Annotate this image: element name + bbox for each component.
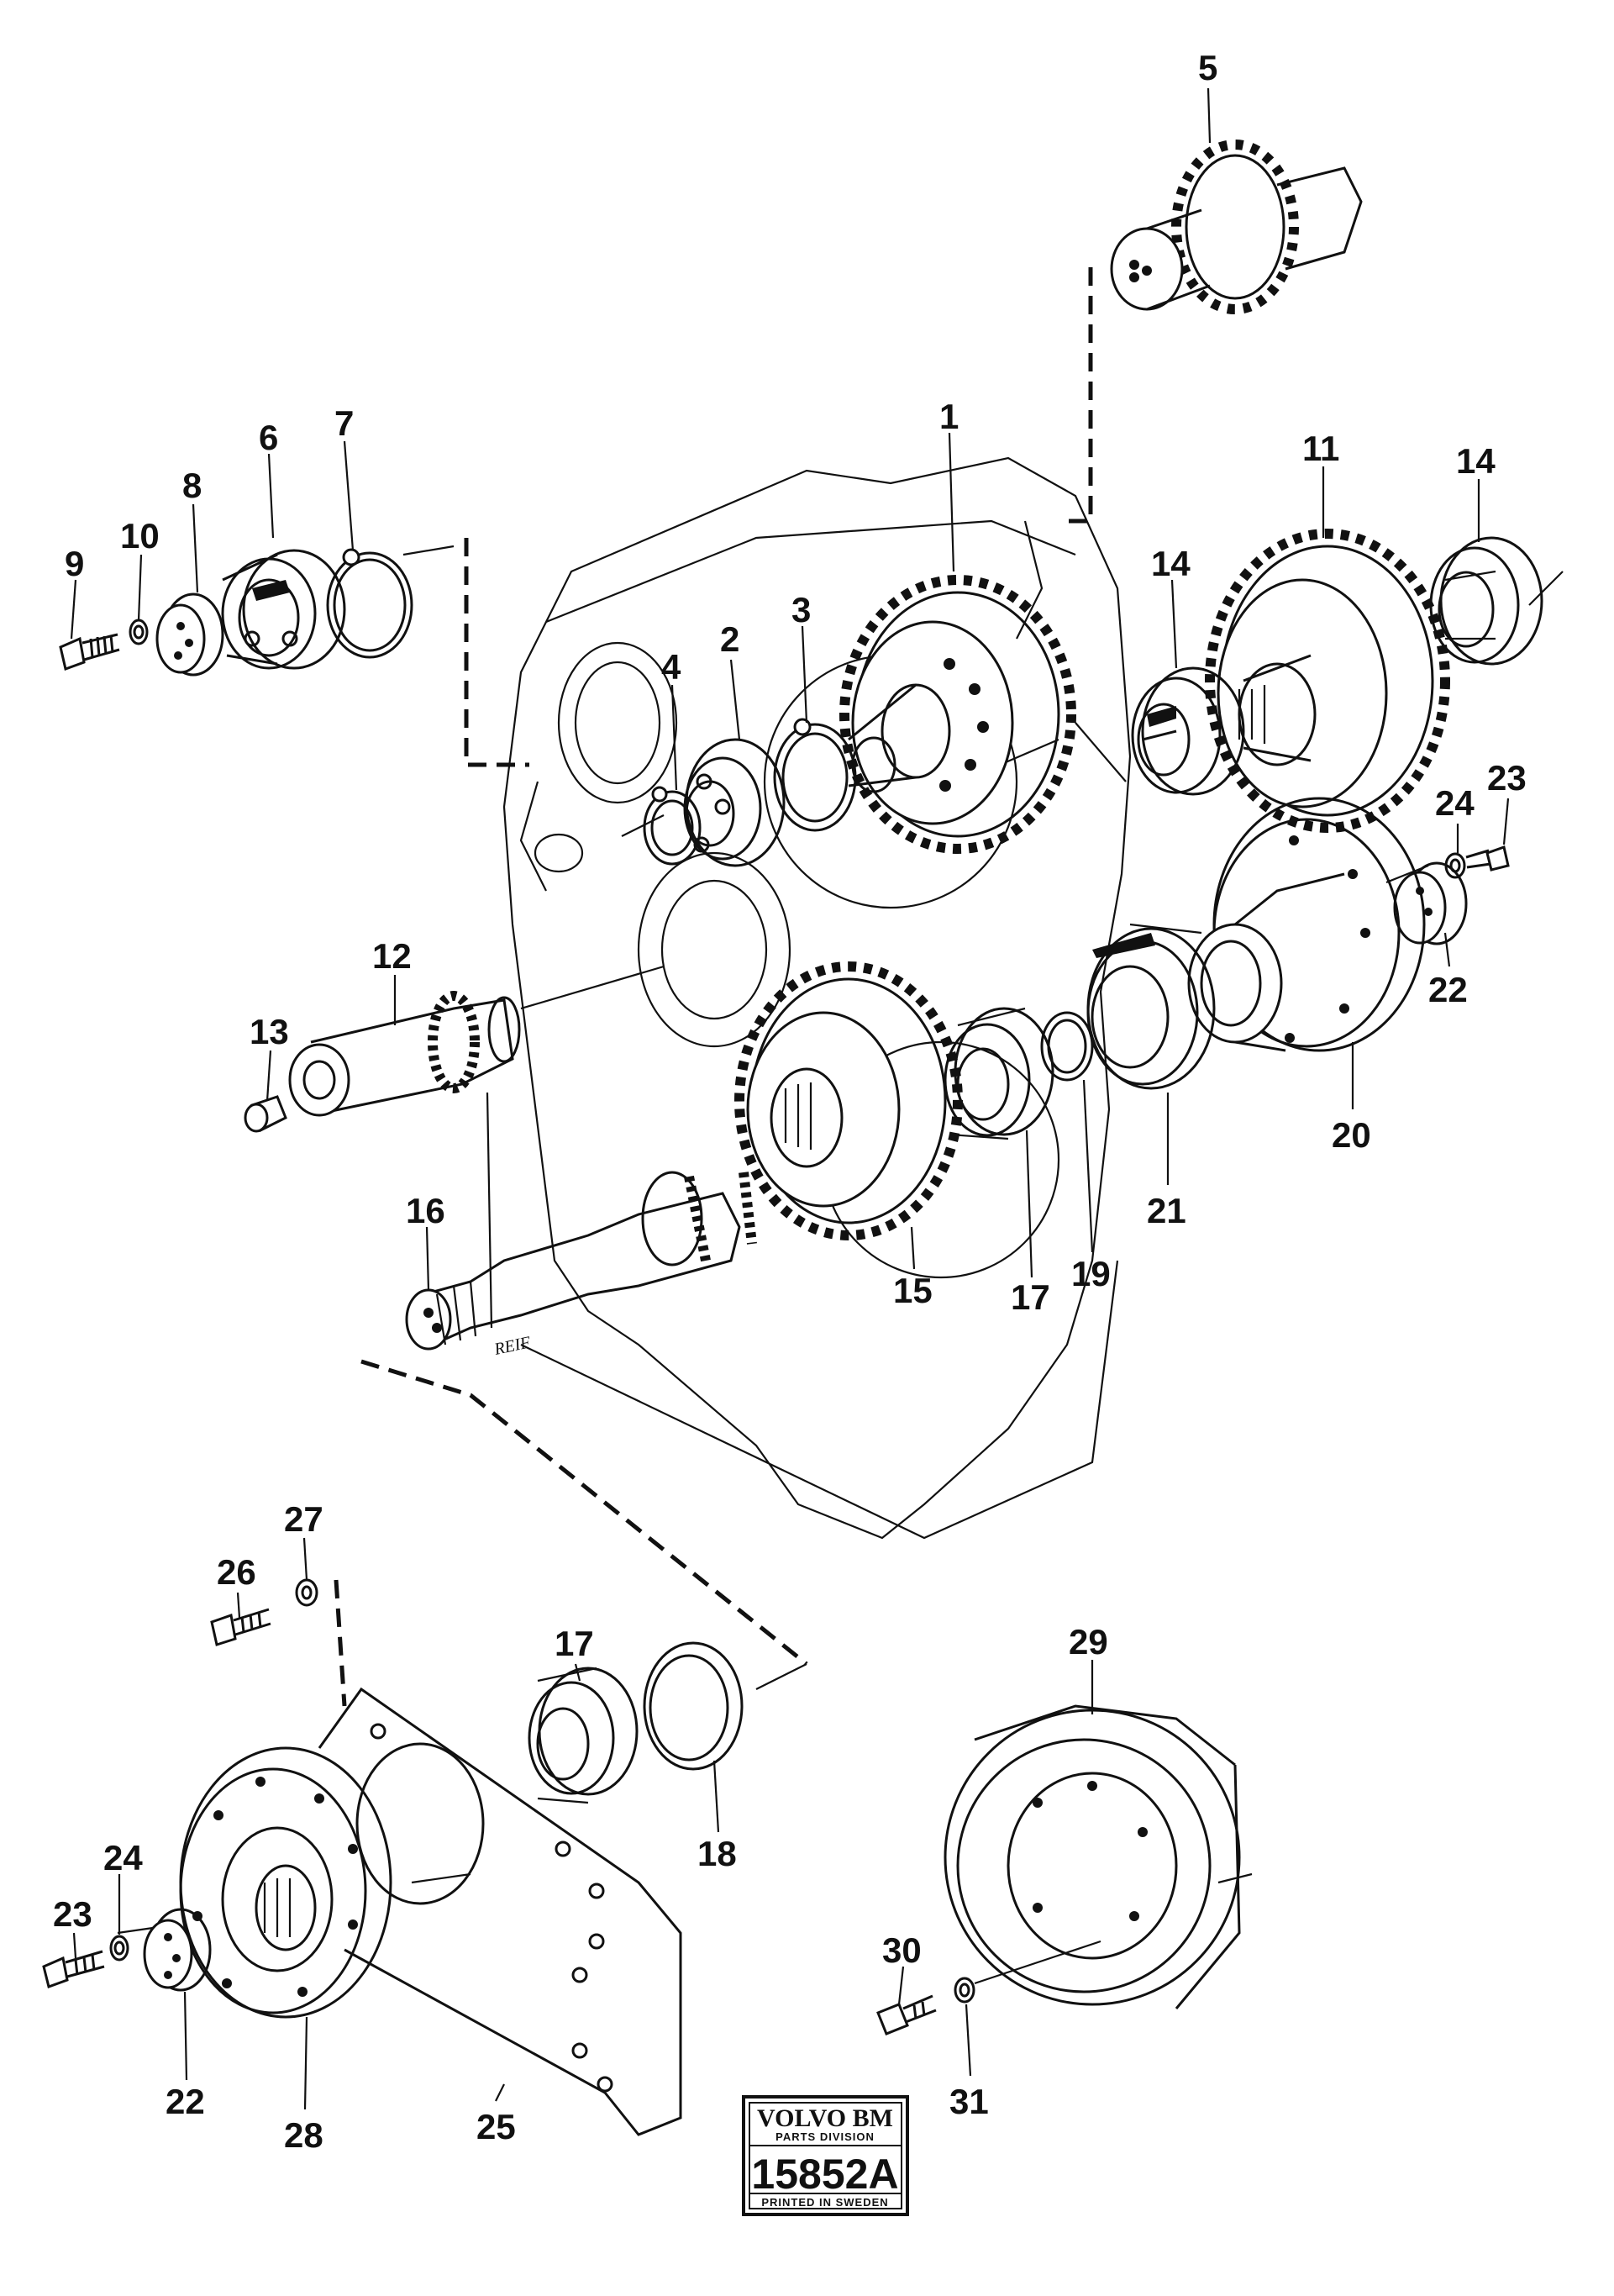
- callout-6: 6: [259, 418, 278, 457]
- callout-21: 21: [1147, 1191, 1186, 1230]
- callout-19: 19: [1071, 1254, 1111, 1293]
- leader-lines: [70, 87, 1510, 2110]
- callout-17-upper: 17: [1011, 1277, 1050, 1317]
- callout-3: 3: [791, 590, 811, 629]
- part-13-plug: [244, 1095, 287, 1133]
- volvo-bm-logo: VOLVO BM PARTS DIVISION 15852A PRINTED I…: [742, 2095, 909, 2216]
- part-21-seal-cover: [1086, 927, 1216, 1090]
- part-9-bolt: [59, 633, 120, 671]
- part-20-flange: [1187, 797, 1426, 1052]
- part-12-shaft: [288, 991, 521, 1117]
- callout-31: 31: [949, 2082, 989, 2121]
- callout-14-right: 14: [1456, 441, 1496, 481]
- callout-30: 30: [882, 1930, 922, 1970]
- drawing-number: 15852A: [751, 2151, 898, 2198]
- part-27-washer: [295, 1578, 318, 1607]
- part-30-bolt: [876, 1994, 937, 2035]
- callout-14-left: 14: [1151, 544, 1191, 583]
- part-18-seal-ring: [643, 1641, 744, 1771]
- part-23-bolt-upper: [1465, 845, 1510, 872]
- gearbox-housing: [502, 456, 1132, 1540]
- callout-18: 18: [697, 1834, 737, 1873]
- callout-17-lower: 17: [555, 1624, 594, 1663]
- part-3-snap-ring: [773, 718, 857, 832]
- callout-10: 10: [120, 516, 160, 556]
- part-7-snap-ring: [326, 548, 413, 659]
- callout-23-upper: 23: [1487, 758, 1527, 798]
- callout-26: 26: [217, 1552, 256, 1592]
- callout-12: 12: [372, 936, 412, 976]
- callout-7: 7: [334, 403, 354, 443]
- callout-22-upper: 22: [1428, 970, 1468, 1009]
- part-16-shaft: [405, 1171, 757, 1351]
- part-22-washer-plate-lower: [143, 1908, 212, 1992]
- part-24-washer-lower: [109, 1935, 129, 1962]
- part-28-flange: [179, 1746, 392, 2019]
- callout-5: 5: [1198, 48, 1217, 87]
- callout-1: 1: [939, 397, 959, 436]
- callout-23-lower: 23: [53, 1894, 92, 1934]
- part-22-washer-plate-upper: [1393, 861, 1468, 945]
- callout-29: 29: [1069, 1622, 1108, 1661]
- callout-27: 27: [284, 1499, 323, 1539]
- callout-2: 2: [720, 619, 739, 659]
- part-4-snap-ring: [643, 786, 702, 866]
- part-15-gear: [734, 961, 963, 1240]
- logo-printed: PRINTED IN SWEDEN: [761, 2196, 888, 2209]
- part-8-washer-plate: [155, 592, 224, 677]
- callout-15: 15: [893, 1271, 933, 1310]
- callout-22-lower: 22: [166, 2082, 205, 2121]
- part-6-bearing: [221, 549, 346, 670]
- part-17-bearing-lower: [528, 1667, 639, 1804]
- callout-24-upper: 24: [1435, 783, 1475, 823]
- callout-4: 4: [661, 647, 681, 687]
- callout-11: 11: [1302, 429, 1339, 468]
- part-10-washer: [129, 619, 149, 645]
- callout-labels: 1 2 3 4 5 6 7 8 9 10 11 12 13 14 14 15 1…: [53, 48, 1527, 2155]
- assembly-dashed-lines: [334, 267, 1093, 1707]
- part-26-bolt: [210, 1608, 271, 1646]
- callout-25: 25: [476, 2107, 516, 2146]
- part-23-bolt-lower: [42, 1950, 105, 1988]
- callout-28: 28: [284, 2115, 323, 2155]
- logo-brand: VOLVO BM: [757, 2104, 893, 2132]
- part-11-gear: [1205, 529, 1450, 833]
- callout-9: 9: [65, 544, 84, 583]
- callout-24-lower: 24: [103, 1838, 143, 1877]
- part-2-bearing: [683, 738, 786, 867]
- part-25-plate: [318, 1687, 682, 2136]
- part-1-gear: [839, 575, 1076, 854]
- stamp-reif: REIF: [492, 1333, 533, 1359]
- callout-13: 13: [250, 1012, 289, 1051]
- part-5-pinion-gear: [1110, 140, 1363, 314]
- part-31-washer: [954, 1977, 975, 2004]
- callout-16: 16: [406, 1191, 445, 1230]
- part-14-bearing-right: [1429, 536, 1543, 666]
- callout-8: 8: [182, 466, 202, 505]
- logo-division: PARTS DIVISION: [775, 2130, 875, 2143]
- callout-20: 20: [1332, 1115, 1371, 1155]
- part-14-bearing-left: [1131, 666, 1245, 796]
- part-29-brake-drum: [944, 1704, 1241, 2009]
